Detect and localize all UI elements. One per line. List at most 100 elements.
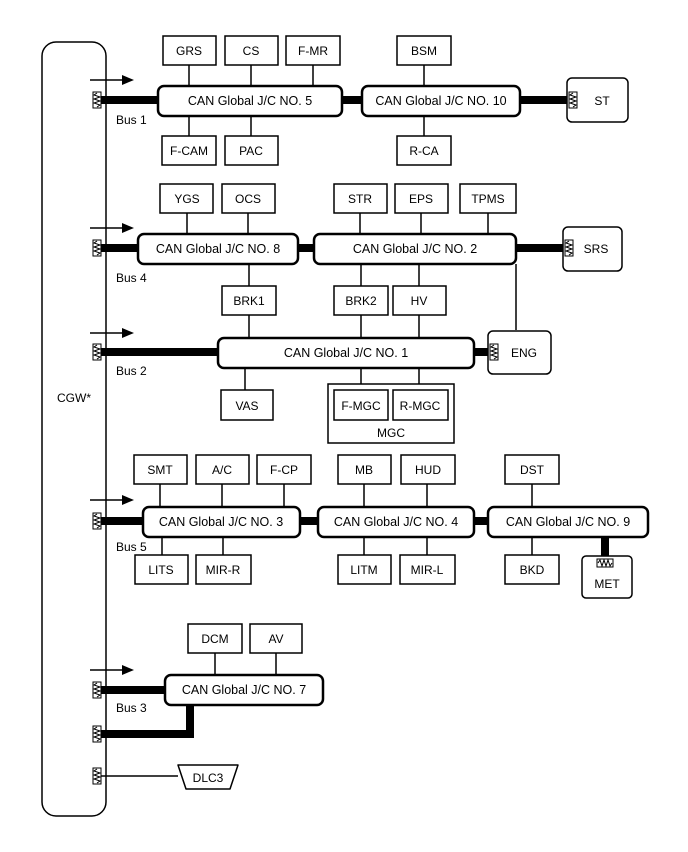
jc-7-label: CAN Global J/C NO. 7 (182, 683, 306, 697)
jc-10-label: CAN Global J/C NO. 10 (375, 94, 506, 108)
svg-text:HV: HV (411, 294, 428, 308)
svg-text:A/C: A/C (212, 463, 232, 477)
ecu-connections (159, 65, 533, 675)
ecu-lits: LITS (134, 554, 189, 585)
resistor-icon (92, 681, 102, 699)
ecu-ocs: OCS (221, 183, 276, 214)
ecu-r-mgc: R-MGC (392, 389, 449, 421)
svg-text:LITM: LITM (350, 563, 377, 577)
ecu-f-mgc: F-MGC (333, 389, 389, 421)
resistor-icon (564, 239, 574, 257)
resistor-icon (92, 512, 102, 530)
svg-text:F-MGC: F-MGC (341, 399, 381, 413)
svg-text:F-CP: F-CP (270, 463, 298, 477)
svg-text:MET: MET (594, 577, 620, 591)
svg-text:F-MR: F-MR (298, 44, 328, 58)
ecu-ac: A/C (195, 454, 250, 485)
ecu-mir-l: MIR-L (399, 554, 456, 585)
svg-text:SRS: SRS (584, 242, 609, 256)
arrow-icon (90, 328, 134, 338)
ecu-mir-r: MIR-R (195, 554, 252, 585)
jc-3-label: CAN Global J/C NO. 3 (159, 515, 283, 529)
ecu-grs: GRS (162, 35, 217, 66)
jc-1-label: CAN Global J/C NO. 1 (284, 346, 408, 360)
arrow-icon (90, 665, 134, 675)
ecu-vas: VAS (220, 389, 274, 421)
resistor-icon (92, 91, 102, 109)
bus-label: Bus 3 (116, 701, 147, 715)
jc-10: CAN Global J/C NO. 10 (360, 84, 522, 118)
svg-text:BRK2: BRK2 (345, 294, 377, 308)
ecu-f-cp: F-CP (256, 454, 312, 485)
svg-text:SMT: SMT (147, 463, 173, 477)
bus-label: Bus 2 (116, 364, 147, 378)
ecu-tpms: TPMS (459, 183, 517, 214)
bus-arrows (90, 75, 134, 675)
dlc3-connector: DLC3 (177, 764, 239, 790)
svg-text:BSM: BSM (411, 44, 437, 58)
ecu-str: STR (333, 183, 388, 214)
resistor-icon (489, 343, 499, 361)
svg-text:MIR-R: MIR-R (206, 563, 241, 577)
svg-text:PAC: PAC (239, 144, 263, 158)
cgw-label: CGW* (57, 391, 91, 405)
resistor-icon (92, 343, 102, 361)
ecu-f-mr: F-MR (285, 35, 341, 66)
jc-5: CAN Global J/C NO. 5 (156, 84, 344, 118)
svg-text:DLC3: DLC3 (193, 771, 224, 785)
ecu-hv: HV (392, 285, 447, 316)
svg-text:MB: MB (355, 463, 373, 477)
svg-text:STR: STR (348, 192, 372, 206)
svg-text:OCS: OCS (235, 192, 261, 206)
ecu-cs: CS (224, 35, 279, 66)
svg-text:BKD: BKD (520, 563, 545, 577)
bus-label: Bus 5 (116, 540, 147, 554)
resistor-icon (568, 91, 578, 109)
ecu-dcm: DCM (187, 623, 243, 654)
jc-8: CAN Global J/C NO. 8 (136, 232, 300, 266)
bus-lines (100, 96, 609, 777)
ecu-smt: SMT (133, 454, 188, 485)
svg-text:VAS: VAS (235, 399, 258, 413)
mgc-label: MGC (377, 426, 405, 440)
svg-text:ENG: ENG (511, 346, 537, 360)
ecu-hud: HUD (400, 454, 456, 485)
resistor-icon (92, 725, 102, 743)
svg-text:AV: AV (268, 632, 283, 646)
jc-8-label: CAN Global J/C NO. 8 (156, 242, 280, 256)
ecu-st: ST (566, 77, 629, 123)
svg-text:EPS: EPS (409, 192, 433, 206)
ecu-pac: PAC (224, 135, 279, 166)
svg-text:BRK1: BRK1 (233, 294, 265, 308)
ecu-mb: MB (337, 454, 392, 485)
svg-text:CS: CS (243, 44, 260, 58)
jc-5-label: CAN Global J/C NO. 5 (188, 94, 312, 108)
ecu-f-cam: F-CAM (161, 135, 217, 166)
resistor-icon (92, 239, 102, 257)
svg-text:ST: ST (594, 94, 610, 108)
jc-4: CAN Global J/C NO. 4 (316, 505, 476, 539)
jc-1: CAN Global J/C NO. 1 (216, 336, 476, 370)
arrow-icon (90, 223, 134, 233)
svg-text:F-CAM: F-CAM (170, 144, 208, 158)
jc-4-label: CAN Global J/C NO. 4 (334, 515, 458, 529)
svg-text:YGS: YGS (174, 192, 199, 206)
arrow-icon (90, 495, 134, 505)
ecu-srs: SRS (562, 226, 623, 272)
ecu-eng: ENG (487, 330, 552, 375)
jc-2-label: CAN Global J/C NO. 2 (353, 242, 477, 256)
svg-text:LITS: LITS (148, 563, 173, 577)
svg-text:HUD: HUD (415, 463, 441, 477)
jc-3: CAN Global J/C NO. 3 (141, 505, 302, 539)
ecu-litm: LITM (337, 554, 392, 585)
svg-text:MIR-L: MIR-L (411, 563, 444, 577)
ecu-ygs: YGS (159, 183, 214, 214)
ecu-bsm: BSM (396, 35, 452, 66)
ecu-dst: DST (504, 454, 560, 485)
terminator-icons (92, 91, 102, 785)
svg-text:GRS: GRS (176, 44, 202, 58)
svg-text:DST: DST (520, 463, 545, 477)
ecu-r-ca: R-CA (396, 135, 452, 166)
bus-label: Bus 4 (116, 271, 147, 285)
jc-7: CAN Global J/C NO. 7 (163, 673, 325, 707)
